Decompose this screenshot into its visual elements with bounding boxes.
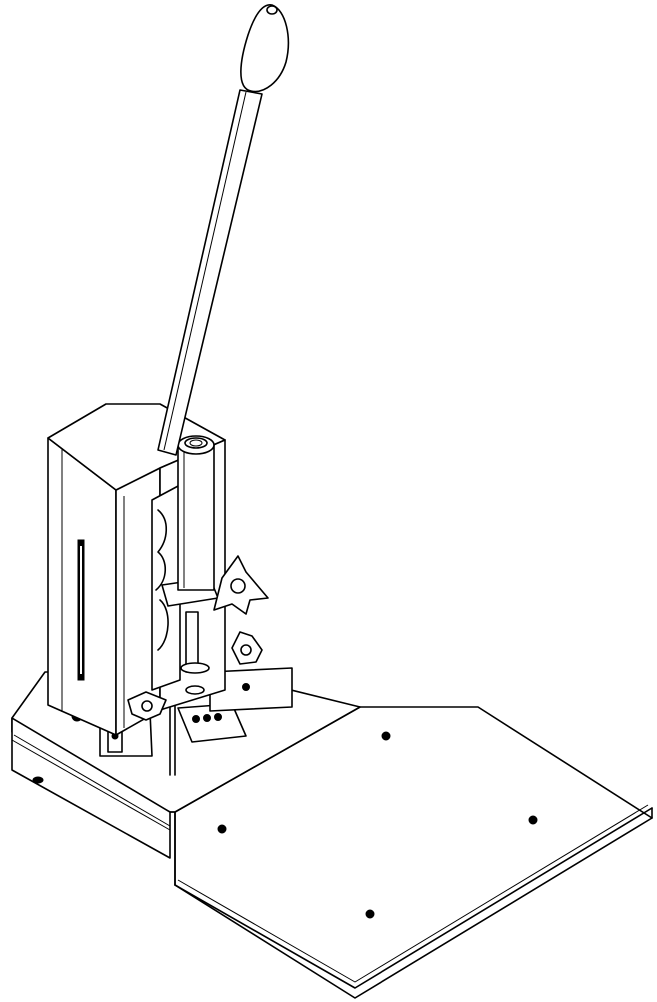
machine-column — [47, 403, 226, 736]
lever-handle[interactable] — [240, 4, 290, 93]
table-hole — [381, 731, 391, 741]
depth-guide-plate — [71, 667, 293, 776]
mechanism — [151, 484, 219, 695]
table-hole — [365, 909, 375, 919]
star-knob-middle[interactable] — [231, 631, 263, 665]
lever-arm[interactable] — [157, 89, 263, 456]
ram-cylinder — [177, 435, 215, 591]
star-knob-lower[interactable] — [127, 691, 167, 721]
table-hole — [217, 824, 227, 834]
star-knob-upper[interactable] — [213, 555, 269, 615]
table-hole — [528, 815, 538, 825]
extension-table — [174, 706, 653, 999]
